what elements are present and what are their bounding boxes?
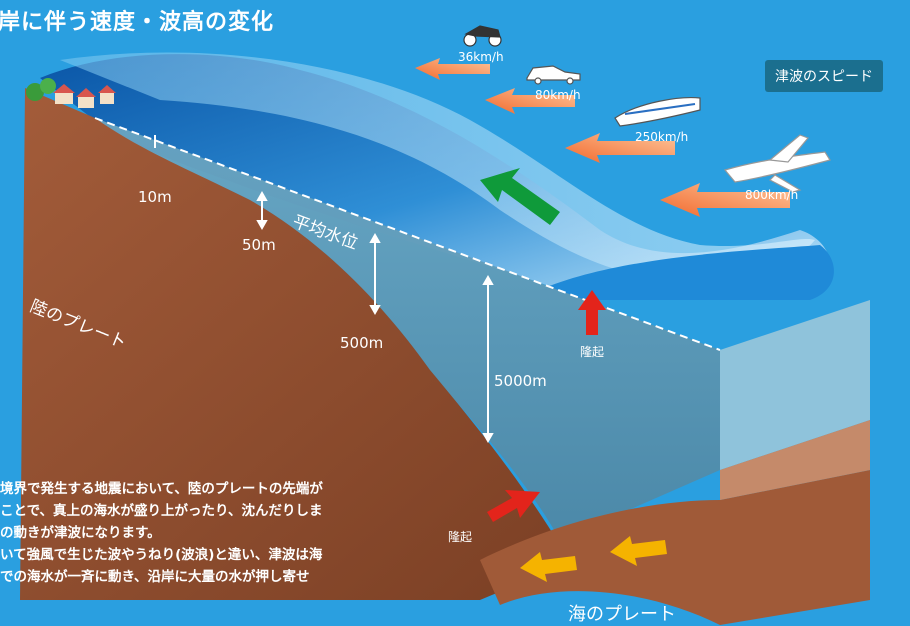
motorcycle-icon	[463, 25, 502, 47]
depth-label-50m: 50m	[242, 236, 276, 254]
explanation-text: 境界で発生する地震において、陸のプレートの先端が ことで、真上の海水が盛り上がっ…	[0, 478, 400, 588]
coastal-houses	[26, 78, 116, 108]
car-icon	[526, 65, 581, 85]
uplift-arrow-plate	[487, 490, 540, 522]
page-title: 岸に伴う速度・波高の変化	[0, 10, 275, 35]
uplift-label-surface: 隆起	[580, 345, 605, 359]
speed-label-motorcycle: 36km/h	[458, 50, 504, 64]
speed-label-car: 80km/h	[535, 88, 581, 102]
depth-label-10m: 10m	[138, 188, 172, 206]
ocean-plate	[480, 470, 870, 625]
depth-arrows	[154, 135, 494, 444]
explanation-line: いて強風で生じた波やうねり(波浪)と違い、津波は海	[0, 547, 323, 563]
explanation-line: ことで、真上の海水が盛り上がったり、沈んだりしま	[0, 503, 323, 519]
airplane-icon	[723, 134, 831, 193]
speed-label-train: 250km/h	[635, 130, 689, 144]
plate-motion-arrow-2	[610, 536, 667, 566]
explanation-line: での海水が一斉に動き、沿岸に大量の水が押し寄せ	[0, 569, 310, 585]
speed-label-airplane: 800km/h	[745, 188, 799, 202]
ocean-plate-label: 海のプレート	[568, 604, 676, 625]
bullet-train-icon	[614, 97, 701, 127]
depth-label-5000m: 5000m	[494, 372, 547, 390]
sea-water	[95, 118, 720, 540]
plate-motion-arrow-1	[520, 552, 577, 582]
tsunami-wave	[40, 54, 831, 291]
wave-direction-arrow	[480, 168, 560, 225]
depth-label-500m: 500m	[340, 334, 384, 352]
explanation-line: の動きが津波になります。	[0, 525, 161, 541]
continental-plate	[20, 88, 600, 600]
mean-sea-level-line	[94, 117, 721, 351]
speed-legend-badge: 津波のスピード	[765, 60, 883, 92]
explanation-line: 境界で発生する地震において、陸のプレートの先端が	[0, 481, 323, 497]
uplift-arrow-surface	[578, 290, 606, 335]
speed-arrows	[415, 58, 790, 217]
uplift-label-plate: 隆起	[448, 530, 473, 544]
